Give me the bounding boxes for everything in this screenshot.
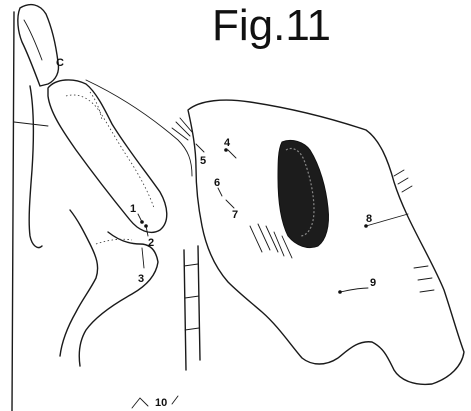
label-5: 5	[200, 155, 206, 167]
connecting-curve	[86, 80, 192, 176]
column-left-edge	[184, 250, 186, 370]
label-2: 2	[148, 237, 154, 249]
label-dot-1	[140, 220, 144, 224]
label-8: 8	[366, 213, 372, 225]
column-segment-3	[185, 328, 199, 330]
leader-line-3	[142, 248, 144, 268]
horizontal-stroke	[14, 122, 48, 126]
top-tick-marks	[172, 118, 192, 140]
label-dot-9	[338, 290, 342, 294]
leader-line-8	[366, 214, 408, 226]
label-4: 4	[224, 137, 231, 149]
leader-line-9	[340, 288, 368, 292]
leader-line-5	[196, 144, 204, 152]
label-7: 7	[232, 209, 238, 221]
column-right-edge	[198, 246, 200, 360]
upper-bone-outline	[18, 5, 59, 86]
label-6: 6	[214, 177, 220, 189]
leader-line-4	[228, 150, 236, 158]
column-segment-2	[185, 296, 199, 298]
vertical-axis-line	[12, 12, 14, 411]
figure-title: Fig.11	[212, 1, 331, 50]
label-c: C	[56, 57, 64, 69]
label-9: 9	[370, 277, 376, 289]
column-segment-1	[184, 264, 198, 266]
label-10: 10	[155, 397, 167, 409]
shaded-cavity	[278, 140, 329, 247]
lower-left-outline	[60, 210, 98, 356]
oval-bone-outline	[48, 80, 167, 232]
left-body-outline	[29, 86, 42, 248]
leader-line-6	[218, 188, 222, 196]
bottom-hook-mark	[132, 398, 148, 408]
label-1: 1	[130, 203, 136, 215]
leader-line-7	[226, 200, 234, 208]
label-3: 3	[138, 273, 144, 285]
lower-middle-outline	[79, 232, 158, 366]
ridge-marks-lower	[414, 266, 434, 292]
label-dot-2	[144, 224, 148, 228]
bottom-tick-mark	[172, 396, 178, 404]
